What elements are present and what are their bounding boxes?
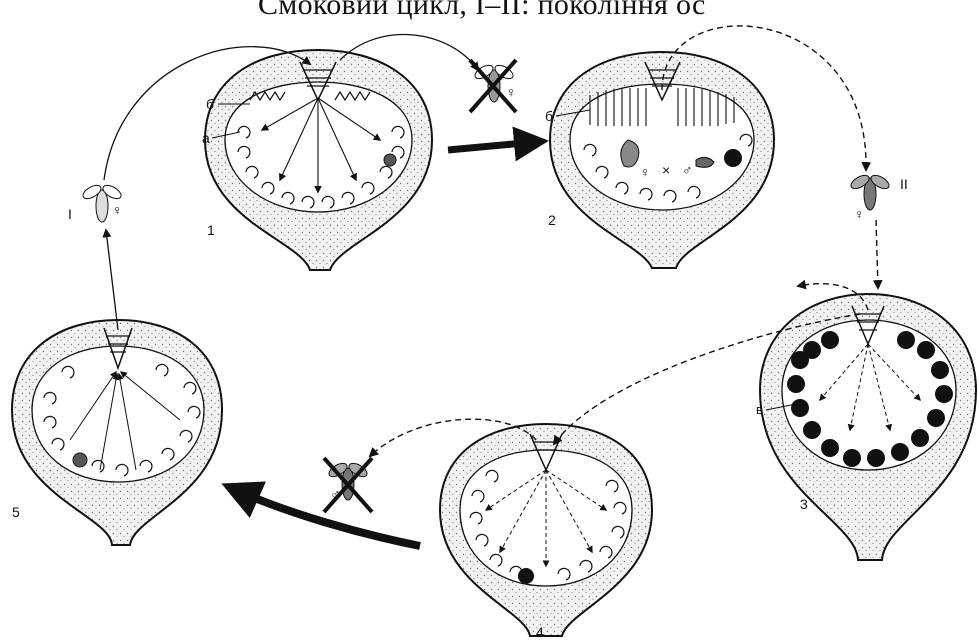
- label-a: а: [202, 130, 210, 146]
- male-symbol-crossed: ♂: [330, 486, 341, 502]
- fig-4: [440, 424, 652, 636]
- fig-1-seed: [384, 154, 396, 166]
- wasp-gen-ii-label: II: [900, 176, 908, 192]
- stage-5-number: 5: [12, 504, 20, 520]
- fig-2-gall: [724, 149, 742, 167]
- stage-1-number: 1: [207, 222, 215, 238]
- label-v: в: [756, 402, 763, 417]
- wasp-gen-i-label: I: [68, 206, 72, 222]
- wasp-generation-ii: [849, 173, 891, 210]
- wasp-crossed-bottom: [324, 458, 372, 512]
- female-symbol-ii: ♀: [854, 206, 865, 222]
- fig-5-seed: [73, 453, 87, 467]
- female-symbol-i: ♀: [112, 202, 123, 218]
- male-symbol-fig2: ♂: [682, 162, 693, 178]
- female-symbol-fig2: ♀: [640, 164, 651, 180]
- stage-4-number: 4: [536, 624, 544, 640]
- fig-1: [205, 50, 432, 270]
- fig-4-gall: [518, 568, 534, 584]
- stage-3-number: 3: [800, 496, 808, 512]
- fig-5: [12, 320, 222, 545]
- fig-3: [760, 294, 976, 560]
- stage-2-number: 2: [548, 212, 556, 228]
- cross-symbol: ×: [662, 162, 670, 178]
- label-b-fig2: б: [545, 108, 553, 124]
- female-symbol-crossed: ♀: [506, 84, 517, 100]
- label-b: б: [206, 96, 214, 112]
